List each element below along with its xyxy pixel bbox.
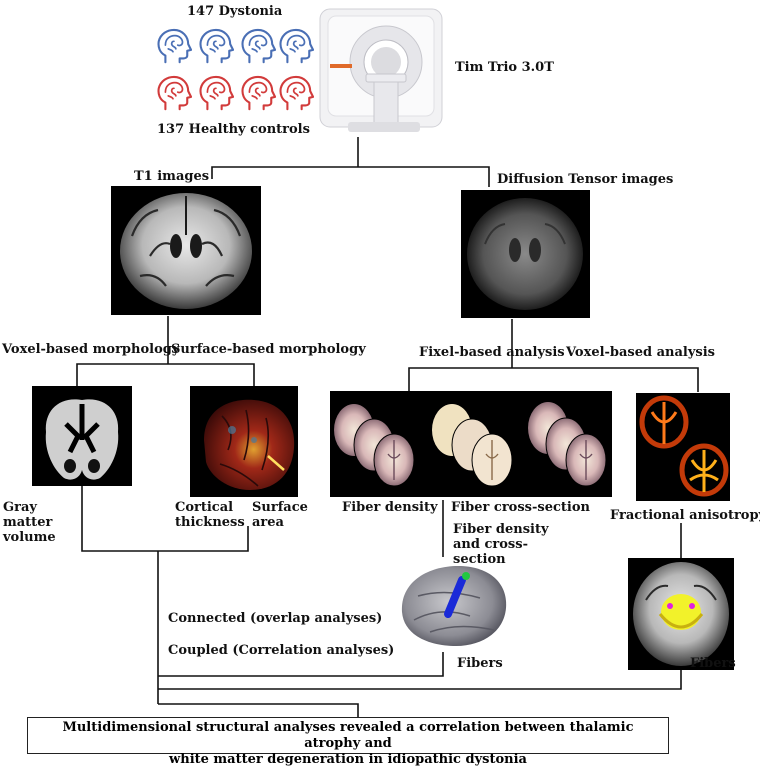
controls-label: 137 Healthy controls — [157, 122, 310, 137]
cortical-surface-map — [190, 386, 298, 497]
conclusion-line-2: white matter degeneration in idiopathic … — [169, 752, 527, 767]
dti-image — [461, 190, 590, 318]
conclusion-line-1: Multidimensional structural analyses rev… — [62, 720, 634, 751]
t1-image — [111, 186, 261, 315]
fixel-fibers-brain — [394, 557, 511, 651]
gray-matter-map — [32, 386, 132, 486]
sbm-label: Surface-based morphology — [171, 342, 366, 357]
fiber-density-cross-section-label: Fiber density and cross-section — [453, 522, 549, 567]
head-icon — [157, 75, 192, 111]
fiber-density-maps — [334, 404, 415, 487]
fiber-cross-section-label: Fiber cross-section — [451, 500, 590, 515]
surface-area-label: Surface area — [252, 500, 308, 530]
fa-fibers-slice — [628, 558, 734, 670]
head-icon — [279, 28, 314, 64]
fiber-density-cross-section-maps — [528, 402, 607, 487]
head-icon — [241, 28, 276, 64]
connector-lines — [76, 137, 699, 717]
patient-icons — [157, 28, 314, 64]
control-icons — [157, 75, 314, 111]
fibers-label-fixel: Fibers — [457, 656, 503, 671]
mri-scanner-illustration — [319, 8, 443, 132]
head-icon — [241, 75, 276, 111]
fibers-label-fa: Fibers — [690, 656, 736, 671]
dti-label: Diffusion Tensor images — [497, 172, 674, 187]
patients-label: 147 Dystonia — [187, 4, 283, 19]
vbm-label: Voxel-based morphology — [2, 342, 180, 357]
scanner-label: Tim Trio 3.0T — [455, 60, 554, 75]
gray-matter-volume-label: Gray matter volume — [3, 500, 56, 545]
coupled-label: Coupled (Correlation analyses) — [168, 643, 395, 658]
cortical-thickness-label: Cortical thickness — [175, 500, 245, 530]
fba-label: Fixel-based analysis — [419, 345, 565, 360]
head-icon — [199, 75, 234, 111]
head-icon — [199, 28, 234, 64]
fixel-analysis-panel — [330, 391, 612, 497]
fa-label: Fractional anisotropy — [610, 508, 760, 523]
head-icon — [157, 28, 192, 64]
connected-label: Connected (overlap analyses) — [168, 611, 383, 626]
fiber-cross-section-maps — [432, 404, 513, 487]
t1-label: T1 images — [134, 169, 210, 184]
head-icon — [279, 75, 314, 111]
conclusion-box: Multidimensional structural analyses rev… — [27, 717, 669, 767]
fractional-anisotropy-maps — [636, 393, 730, 501]
fiber-density-label: Fiber density — [342, 500, 438, 515]
voxel-based-analysis-label: Voxel-based analysis — [566, 345, 716, 360]
